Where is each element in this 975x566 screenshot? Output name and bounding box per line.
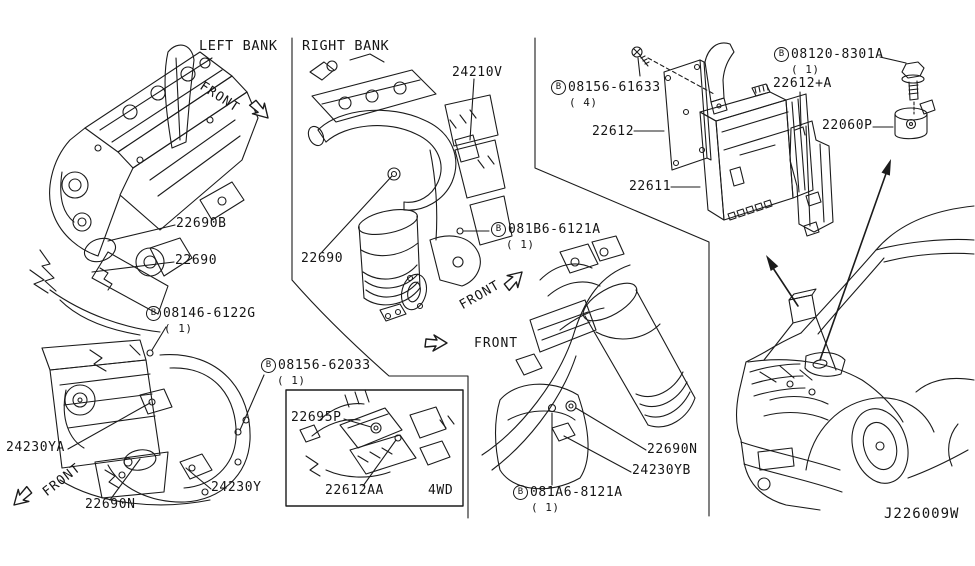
- car-drawing: [736, 159, 975, 511]
- front-arrow-se: [248, 99, 269, 119]
- part-label-24230yb: 24230YB: [632, 463, 691, 478]
- part-label-22612: 22612: [592, 124, 635, 139]
- front-label-middle: FRONT: [474, 336, 519, 351]
- front-arrow-ne: [503, 271, 523, 292]
- heat-shield-drawing: [789, 120, 834, 237]
- bolt-b-prefix-icon: B: [551, 80, 566, 95]
- part-label-22611: 22611: [629, 179, 672, 194]
- left-bank-title: LEFT BANK: [199, 38, 278, 54]
- front-arrow-sw: [13, 485, 33, 506]
- part-label-22690b: 22690B: [176, 216, 227, 231]
- part-label-22690n-mid: 22690N: [647, 442, 698, 457]
- right-bank-title: RIGHT BANK: [302, 38, 390, 54]
- bolt-b-prefix-icon: B: [513, 485, 528, 500]
- bolt-b-prefix-icon: B: [261, 358, 276, 373]
- part-label-22690n-left: 22690N: [85, 497, 136, 512]
- leader-lines: [67, 56, 907, 501]
- part-label-24210v: 24210V: [452, 65, 503, 80]
- bolt-drawing: [901, 61, 925, 115]
- undercar-engine-drawing: [481, 235, 696, 490]
- front-arrow-left: [424, 334, 448, 352]
- part-label-24230ya: 24230YA: [6, 440, 65, 455]
- part-label-22690-left: 22690: [175, 253, 218, 268]
- part-label-22612-a: 22612+A: [773, 76, 832, 91]
- bolt-b-prefix-icon: B: [146, 306, 161, 321]
- awd-inset-tag: 4WD: [428, 483, 454, 498]
- diagram-code: J226009W: [884, 506, 960, 522]
- knock-sensor-drawing: [894, 99, 936, 140]
- section-dividers: [291, 37, 710, 519]
- part-label-22060p: 22060P: [822, 118, 873, 133]
- awd-inset-drawing: [285, 389, 464, 507]
- ecm-assembly-drawing: [631, 42, 814, 221]
- part-label-22690-right: 22690: [301, 251, 344, 266]
- front-direction-arrows: [13, 99, 523, 506]
- left-bank-engine-drawing: [29, 44, 259, 357]
- transmission-engine-drawing: [41, 339, 251, 506]
- part-label-22612aa: 22612AA: [325, 483, 384, 498]
- right-bank-engine-drawing: [307, 53, 513, 322]
- bolt-b-prefix-icon: B: [774, 47, 789, 62]
- part-label-22695p: 22695P: [291, 410, 342, 425]
- bolt-b-prefix-icon: B: [491, 222, 506, 237]
- part-label-24230y: 24230Y: [211, 480, 262, 495]
